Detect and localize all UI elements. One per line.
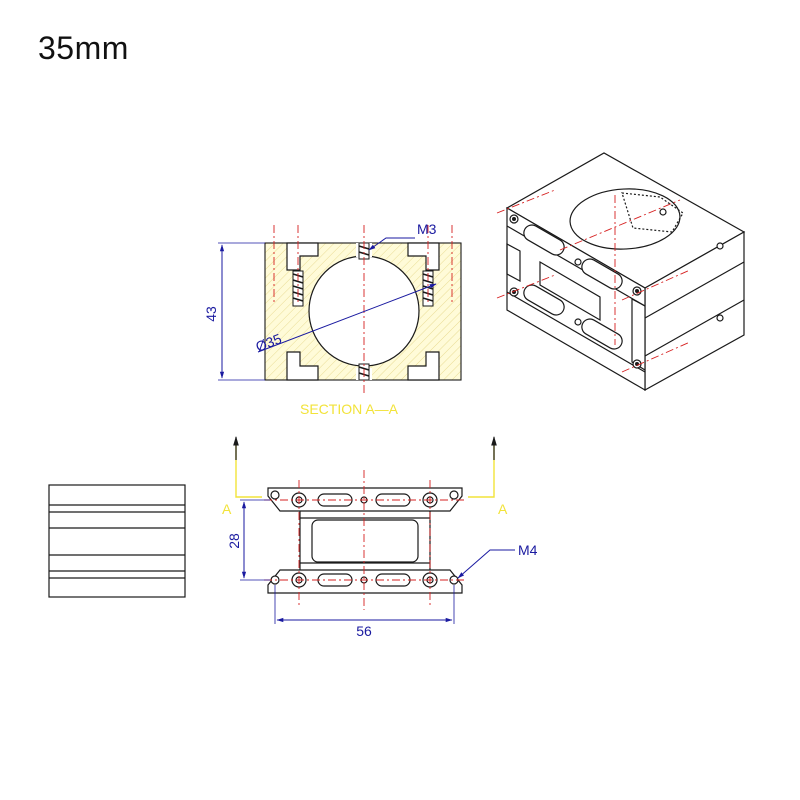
cut-label-left: A [222, 501, 232, 517]
section-height-dimension: 43 [203, 306, 219, 322]
iso-slot-1 [523, 224, 565, 256]
iso-slot-2 [581, 258, 623, 290]
plan-height-dimension: 28 [226, 533, 242, 549]
plan-view: 28 56 M4 A A [222, 436, 538, 639]
cut-label-right: A [498, 501, 508, 517]
iso-slot-3 [523, 284, 565, 316]
section-label: SECTION A—A [300, 401, 399, 417]
section-pocket-bottom-left [286, 351, 319, 381]
plan-thread-callout: M4 [518, 542, 538, 558]
iso-bore [569, 188, 681, 250]
section-pocket-top-right [407, 242, 440, 271]
page-title: 35mm [38, 30, 129, 66]
side-view [48, 484, 186, 598]
plan-center-window [311, 519, 419, 563]
iso-slot-4 [581, 318, 623, 350]
plan-width-dimension: 56 [356, 623, 372, 639]
section-pocket-top-left [286, 242, 319, 271]
section-view: 43 Ø35 M3 SECTION A—A [203, 221, 462, 417]
section-thread-callout: M3 [417, 221, 437, 237]
isometric-view [496, 152, 746, 392]
section-pocket-bottom-right [407, 351, 440, 381]
